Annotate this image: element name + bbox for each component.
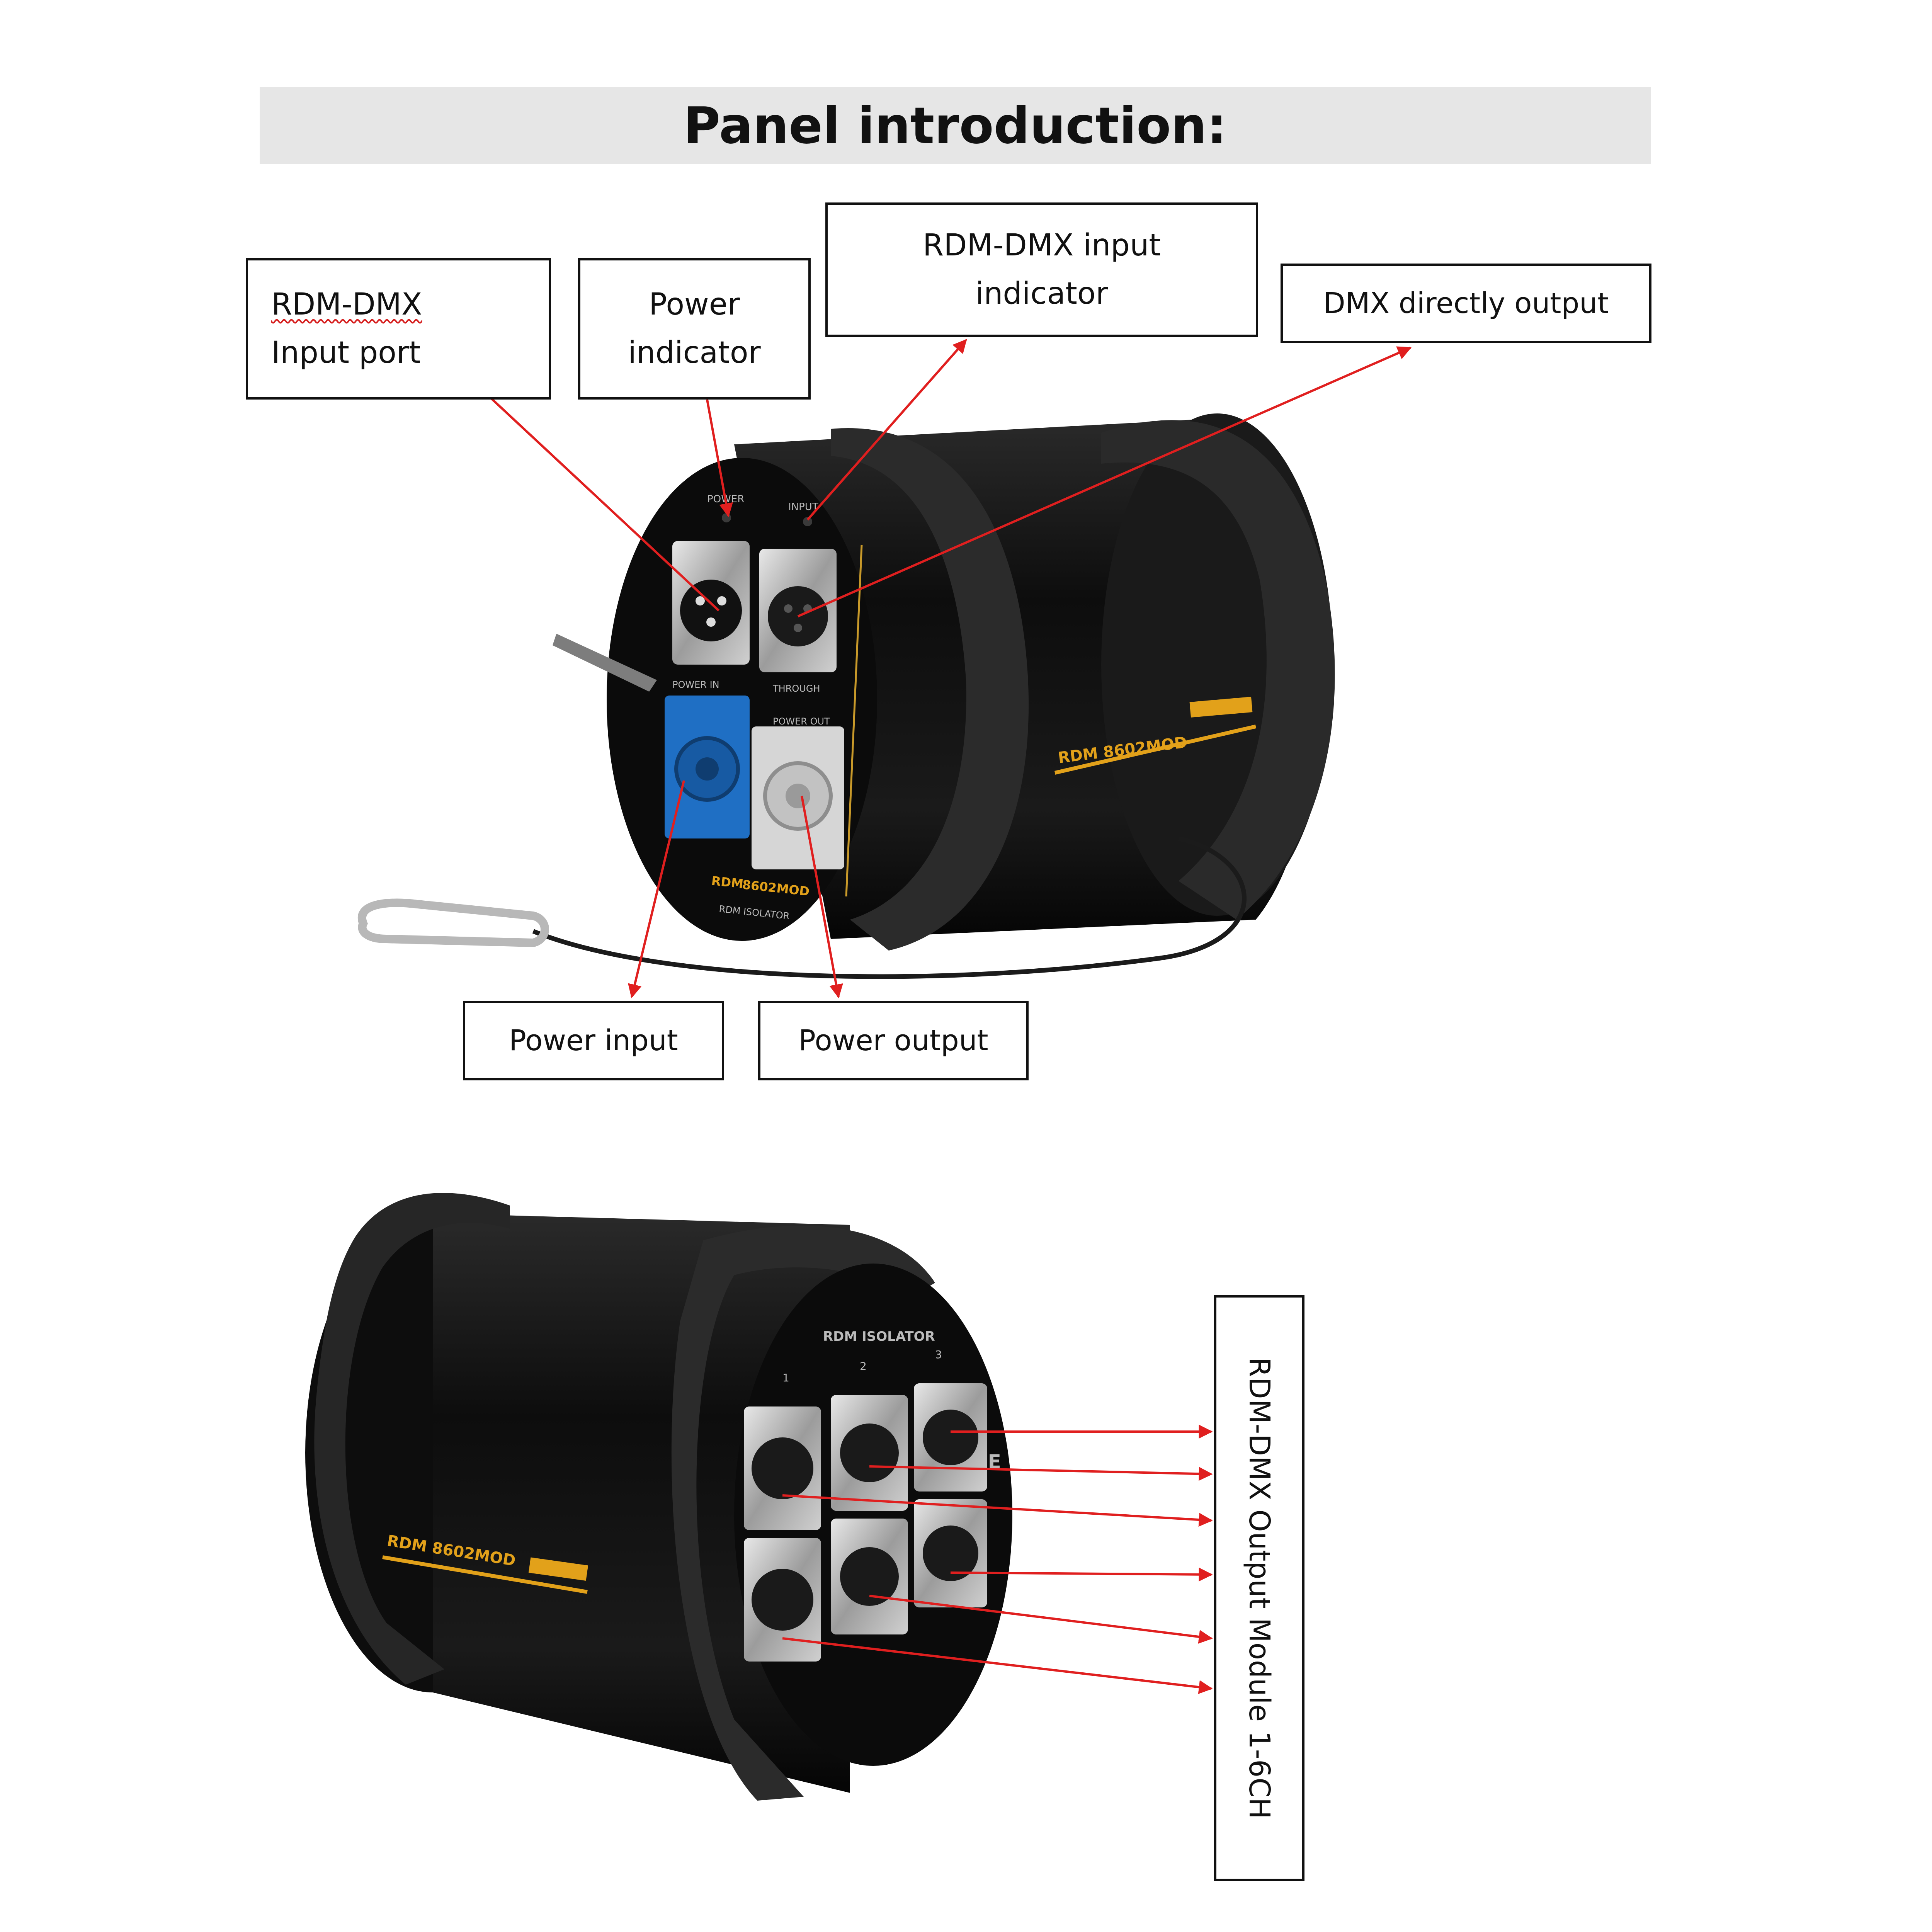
device-front-accent-line: [1054, 724, 1257, 775]
device-front: RDM 8602MOD POWER INPUT POWER IN THROUGH…: [358, 413, 1335, 979]
xlr-input-pin: [717, 596, 726, 605]
back-panel-text-2: 2: [860, 1360, 867, 1372]
arrow-to-dmx-output: [797, 346, 1412, 617]
label-rdm-dmx-input-port: RDM-DMX Input port: [246, 258, 551, 400]
panel-text-rdm: RDM: [711, 873, 744, 891]
arrow-output-4: [950, 1567, 1213, 1582]
device-front-front-strap: [831, 428, 1029, 951]
label-line: indicator: [628, 335, 761, 370]
arrow-output-2: [869, 1465, 1213, 1481]
power-out-core: [786, 784, 810, 808]
label-line: Input port: [271, 335, 421, 370]
page-title: Panel introduction:: [684, 96, 1227, 155]
label-line: Power: [649, 287, 740, 322]
label-line: Power input: [509, 1024, 678, 1057]
label-line: indicator: [975, 276, 1108, 311]
xlr-output-6-socket: [923, 1526, 978, 1581]
label-line: RDM-DMX Output Module 1-6CH: [1243, 1357, 1276, 1819]
back-arrows: [782, 1425, 1213, 1694]
safety-cable: [532, 836, 1247, 979]
xlr-output-5-socket: [840, 1547, 899, 1606]
back-panel-text-3: 3: [935, 1348, 942, 1361]
label-dmx-directly-output: DMX directly output: [1281, 264, 1651, 343]
xlr-output-3-socket: [923, 1410, 978, 1465]
arrow-output-6: [782, 1637, 1213, 1694]
xlr-input-pin: [706, 617, 716, 627]
arrow-from-power-indicator: [706, 399, 733, 517]
power-in-core: [696, 757, 719, 781]
label-line: Power output: [798, 1024, 988, 1057]
label-line: RDM-DMX: [271, 287, 422, 322]
arrow-output-5: [869, 1595, 1213, 1644]
label-output-module: RDM-DMX Output Module 1-6CH: [1214, 1295, 1304, 1881]
arrow-to-input-indicator: [806, 339, 967, 520]
xlr-through-hole: [794, 624, 802, 632]
device-front-panel-line: [845, 544, 863, 897]
label-line: DMX directly output: [1323, 286, 1609, 320]
xlr-input-socket: [680, 580, 742, 641]
label-power-indicator: Power indicator: [578, 258, 811, 400]
device-back-accent-line: [382, 1555, 588, 1594]
cable-gland: [553, 634, 657, 692]
xlr-output-grid: [744, 1383, 987, 1662]
arrow-to-power-output: [801, 796, 843, 998]
arrow-output-3: [782, 1494, 1213, 1527]
arrow-to-power-input: [628, 780, 685, 998]
xlr-through-hole: [784, 604, 793, 613]
input-led: [803, 517, 812, 526]
title-bar: Panel introduction:: [260, 87, 1651, 164]
panel-text-power-in: POWER IN: [672, 679, 719, 690]
label-rdm-dmx-input-indicator: RDM-DMX input indicator: [825, 202, 1258, 337]
xlr-input-pin: [696, 596, 705, 605]
device-back: RDM 8602MOD RDM ISOLATOR 1 2 3 CE: [305, 1193, 1012, 1801]
back-panel-text-rdm-isolator: RDM ISOLATOR: [823, 1329, 935, 1344]
carabiner: [358, 898, 549, 947]
back-panel-text-1: 1: [782, 1371, 789, 1384]
xlr-output-2-socket: [840, 1423, 899, 1482]
device-back-accent-block: [528, 1557, 588, 1581]
panel-text-input: INPUT: [788, 501, 818, 513]
xlr-output-1-socket: [752, 1437, 813, 1499]
xlr-output-4-socket: [752, 1569, 813, 1631]
power-led: [722, 513, 731, 522]
front-arrows: [432, 339, 1412, 998]
label-power-output: Power output: [758, 1001, 1029, 1080]
device-front-accent-block: [1189, 697, 1253, 718]
label-line: RDM-DMX input: [923, 228, 1161, 263]
label-power-input: Power input: [463, 1001, 724, 1080]
panel-text-power-out: POWER OUT: [773, 716, 830, 727]
panel-text-through: THROUGH: [772, 683, 820, 694]
device-front-rear-strap: [1101, 420, 1335, 920]
